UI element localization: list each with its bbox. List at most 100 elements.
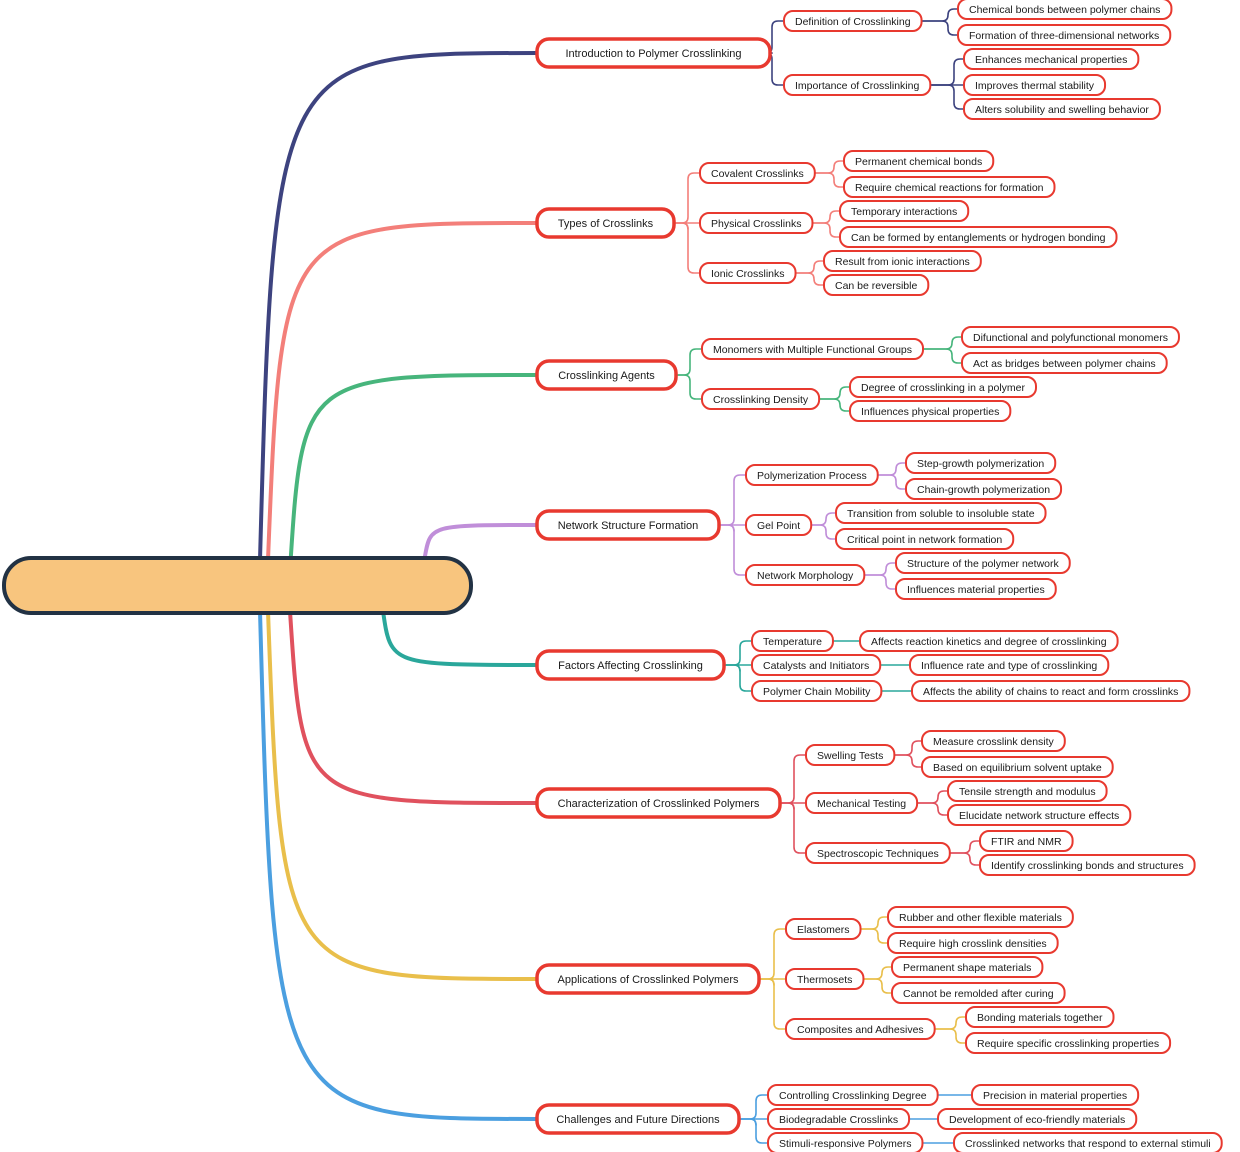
sub-stimuli-responsive-polymers[interactable]: Stimuli-responsive Polymers (767, 1132, 924, 1152)
branch-crosslinking-agents[interactable]: Crosslinking Agents (535, 359, 678, 391)
sub-polymerization-process[interactable]: Polymerization Process (745, 464, 879, 486)
leaf-difunctional-and-polyfunctional-monomers-box[interactable] (961, 326, 1180, 348)
leaf-development-of-eco-friendly-materials[interactable]: Development of eco-friendly materials (937, 1108, 1138, 1130)
leaf-chemical-bonds-between-polymer-chains[interactable]: Chemical bonds between polymer chains (957, 0, 1173, 20)
leaf-influence-rate-and-type-of-crosslinking-box[interactable] (909, 654, 1110, 676)
sub-spectroscopic-techniques[interactable]: Spectroscopic Techniques (805, 842, 951, 864)
leaf-act-as-bridges-between-polymer-chains[interactable]: Act as bridges between polymer chains (961, 352, 1168, 374)
sub-physical-crosslinks-box[interactable] (699, 212, 814, 234)
sub-mechanical-testing[interactable]: Mechanical Testing (805, 792, 919, 814)
leaf-tensile-strength-and-modulus[interactable]: Tensile strength and modulus (947, 780, 1108, 802)
leaf-ftir-and-nmr[interactable]: FTIR and NMR (979, 830, 1074, 852)
leaf-elucidate-network-structure-effects[interactable]: Elucidate network structure effects (947, 804, 1132, 826)
leaf-cannot-be-remolded-after-curing-box[interactable] (891, 982, 1066, 1004)
leaf-step-growth-polymerization[interactable]: Step-growth polymerization (905, 452, 1057, 474)
leaf-require-chemical-reactions-for-formation[interactable]: Require chemical reactions for formation (843, 176, 1056, 198)
leaf-rubber-and-other-flexible-materials-box[interactable] (887, 906, 1074, 928)
leaf-development-of-eco-friendly-materials-box[interactable] (937, 1108, 1138, 1130)
sub-gel-point[interactable]: Gel Point (745, 514, 813, 536)
leaf-permanent-chemical-bonds-box[interactable] (843, 150, 995, 172)
branch-types-of-crosslinks[interactable]: Types of Crosslinks (535, 207, 676, 239)
sub-definition-of-crosslinking[interactable]: Definition of Crosslinking (783, 10, 923, 32)
leaf-improves-thermal-stability-box[interactable] (963, 74, 1107, 96)
sub-importance-of-crosslinking[interactable]: Importance of Crosslinking (783, 74, 932, 96)
leaf-chain-growth-polymerization[interactable]: Chain-growth polymerization (905, 478, 1063, 500)
leaf-require-high-crosslink-densities[interactable]: Require high crosslink densities (887, 932, 1059, 954)
branch-challenges-and-future-directions-box[interactable] (535, 1103, 741, 1135)
branch-network-structure-formation[interactable]: Network Structure Formation (535, 509, 721, 541)
sub-importance-of-crosslinking-box[interactable] (783, 74, 932, 96)
leaf-crosslinked-networks-that-respond-to-external-stimuli[interactable]: Crosslinked networks that respond to ext… (953, 1132, 1223, 1152)
leaf-chain-growth-polymerization-box[interactable] (905, 478, 1063, 500)
leaf-temporary-interactions[interactable]: Temporary interactions (839, 200, 970, 222)
leaf-degree-of-crosslinking-in-a-polymer-box[interactable] (849, 376, 1037, 398)
leaf-chemical-bonds-between-polymer-chains-box[interactable] (957, 0, 1173, 20)
sub-temperature[interactable]: Temperature (751, 630, 834, 652)
leaf-affects-reaction-kinetics-and-degree-of-crosslinking-box[interactable] (859, 630, 1119, 652)
leaf-measure-crosslink-density[interactable]: Measure crosslink density (921, 730, 1066, 752)
branch-introduction-to-polymer-crosslinking-box[interactable] (535, 37, 772, 69)
sub-composites-and-adhesives-box[interactable] (785, 1018, 936, 1040)
central-topic-box[interactable] (2, 556, 473, 615)
leaf-difunctional-and-polyfunctional-monomers[interactable]: Difunctional and polyfunctional monomers (961, 326, 1180, 348)
branch-factors-affecting-crosslinking[interactable]: Factors Affecting Crosslinking (535, 649, 726, 681)
sub-crosslinking-density-box[interactable] (701, 388, 821, 410)
sub-polymer-chain-mobility-box[interactable] (751, 680, 883, 702)
sub-thermosets-box[interactable] (785, 968, 865, 990)
leaf-influences-physical-properties-box[interactable] (849, 400, 1012, 422)
sub-ionic-crosslinks-box[interactable] (699, 262, 797, 284)
sub-gel-point-box[interactable] (745, 514, 813, 536)
leaf-can-be-formed-by-entanglements-or-hydrogen-bonding-box[interactable] (839, 226, 1118, 248)
leaf-cannot-be-remolded-after-curing[interactable]: Cannot be remolded after curing (891, 982, 1066, 1004)
sub-swelling-tests[interactable]: Swelling Tests (805, 744, 896, 766)
sub-thermosets[interactable]: Thermosets (785, 968, 865, 990)
sub-mechanical-testing-box[interactable] (805, 792, 919, 814)
branch-factors-affecting-crosslinking-box[interactable] (535, 649, 726, 681)
leaf-formation-of-three-dimensional-networks-box[interactable] (957, 24, 1172, 46)
sub-ionic-crosslinks[interactable]: Ionic Crosslinks (699, 262, 797, 284)
branch-applications-of-crosslinked-polymers-box[interactable] (535, 963, 761, 995)
branch-types-of-crosslinks-box[interactable] (535, 207, 676, 239)
branch-network-structure-formation-box[interactable] (535, 509, 721, 541)
leaf-degree-of-crosslinking-in-a-polymer[interactable]: Degree of crosslinking in a polymer (849, 376, 1037, 398)
sub-catalysts-and-initiators[interactable]: Catalysts and Initiators (751, 654, 882, 676)
leaf-result-from-ionic-interactions[interactable]: Result from ionic interactions (823, 250, 982, 272)
sub-biodegradable-crosslinks[interactable]: Biodegradable Crosslinks (767, 1108, 911, 1130)
leaf-influences-material-properties[interactable]: Influences material properties (895, 578, 1057, 600)
leaf-enhances-mechanical-properties-box[interactable] (963, 48, 1140, 70)
sub-definition-of-crosslinking-box[interactable] (783, 10, 923, 32)
leaf-identify-crosslinking-bonds-and-structures-box[interactable] (979, 854, 1196, 876)
leaf-measure-crosslink-density-box[interactable] (921, 730, 1066, 752)
sub-network-morphology[interactable]: Network Morphology (745, 564, 866, 586)
leaf-bonding-materials-together[interactable]: Bonding materials together (965, 1006, 1115, 1028)
leaf-precision-in-material-properties-box[interactable] (971, 1084, 1140, 1106)
branch-crosslinking-agents-box[interactable] (535, 359, 678, 391)
sub-covalent-crosslinks-box[interactable] (699, 162, 816, 184)
leaf-structure-of-the-polymer-network[interactable]: Structure of the polymer network (895, 552, 1071, 574)
sub-temperature-box[interactable] (751, 630, 834, 652)
leaf-step-growth-polymerization-box[interactable] (905, 452, 1057, 474)
sub-spectroscopic-techniques-box[interactable] (805, 842, 951, 864)
sub-monomers-with-multiple-functional-groups-box[interactable] (701, 338, 924, 360)
central-topic[interactable] (2, 556, 473, 615)
leaf-result-from-ionic-interactions-box[interactable] (823, 250, 982, 272)
sub-stimuli-responsive-polymers-box[interactable] (767, 1132, 924, 1152)
branch-characterization-of-crosslinked-polymers[interactable]: Characterization of Crosslinked Polymers (535, 787, 782, 819)
leaf-influences-material-properties-box[interactable] (895, 578, 1057, 600)
sub-elastomers-box[interactable] (785, 918, 862, 940)
leaf-can-be-reversible-box[interactable] (823, 274, 930, 296)
leaf-influence-rate-and-type-of-crosslinking[interactable]: Influence rate and type of crosslinking (909, 654, 1110, 676)
leaf-affects-reaction-kinetics-and-degree-of-crosslinking[interactable]: Affects reaction kinetics and degree of … (859, 630, 1119, 652)
leaf-permanent-shape-materials-box[interactable] (891, 956, 1044, 978)
leaf-tensile-strength-and-modulus-box[interactable] (947, 780, 1108, 802)
leaf-transition-from-soluble-to-insoluble-state[interactable]: Transition from soluble to insoluble sta… (835, 502, 1047, 524)
sub-polymerization-process-box[interactable] (745, 464, 879, 486)
branch-introduction-to-polymer-crosslinking[interactable]: Introduction to Polymer Crosslinking (535, 37, 772, 69)
leaf-elucidate-network-structure-effects-box[interactable] (947, 804, 1132, 826)
leaf-crosslinked-networks-that-respond-to-external-stimuli-box[interactable] (953, 1132, 1223, 1152)
leaf-influences-physical-properties[interactable]: Influences physical properties (849, 400, 1012, 422)
leaf-precision-in-material-properties[interactable]: Precision in material properties (971, 1084, 1140, 1106)
sub-swelling-tests-box[interactable] (805, 744, 896, 766)
leaf-affects-the-ability-of-chains-to-react-and-form-crosslinks-box[interactable] (911, 680, 1191, 702)
leaf-critical-point-in-network-formation-box[interactable] (835, 528, 1015, 550)
